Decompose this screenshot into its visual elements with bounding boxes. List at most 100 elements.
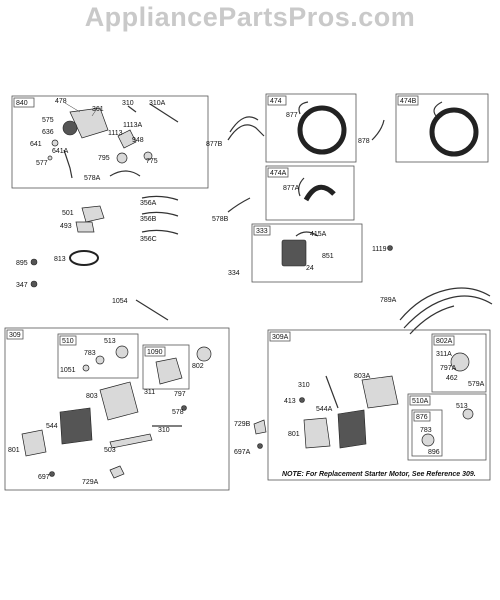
part-334[interactable]: 334 — [228, 270, 240, 277]
part-877[interactable]: 877 — [286, 112, 298, 119]
pinion-gear-part[interactable] — [421, 433, 435, 447]
part-493[interactable]: 493 — [60, 223, 72, 230]
part-310[interactable]: 310 — [122, 100, 134, 107]
part-578B[interactable]: 578B — [212, 216, 229, 223]
part-813[interactable]: 813 — [54, 256, 66, 263]
clamp-813[interactable]: 813 — [54, 250, 99, 266]
bracket-501-493[interactable]: 501 493 — [60, 205, 105, 233]
part-801b[interactable]: 801 — [288, 431, 300, 438]
group-333[interactable]: 333 415A 851 24 334 — [228, 223, 363, 283]
part-802[interactable]: 802 — [192, 363, 204, 370]
bracket-729B[interactable]: 729B — [234, 419, 267, 435]
part-948[interactable]: 948 — [132, 137, 144, 144]
part-641A[interactable]: 641A — [52, 148, 69, 155]
bolt-part[interactable] — [149, 103, 179, 123]
part-361[interactable]: 361 — [92, 106, 104, 113]
part-544[interactable]: 544 — [46, 423, 58, 430]
switch-part[interactable] — [116, 152, 128, 164]
screw-697A[interactable]: 697A — [234, 443, 263, 457]
part-310b[interactable]: 310 — [158, 427, 170, 434]
housing-803a-part[interactable] — [361, 375, 399, 409]
part-503[interactable]: 503 — [104, 447, 116, 454]
part-1119-group[interactable]: 1119 — [372, 245, 393, 254]
wire-878[interactable]: 878 — [358, 119, 385, 145]
rectifier-part[interactable] — [281, 239, 307, 267]
part-575[interactable]: 575 — [42, 117, 54, 124]
part-462[interactable]: 462 — [446, 375, 458, 382]
part-783b[interactable]: 783 — [420, 427, 432, 434]
brush-holder-part[interactable] — [155, 357, 183, 385]
group-474A[interactable]: 474A 877A — [265, 165, 355, 221]
part-356A[interactable]: 356A — [140, 200, 157, 207]
alternator-coil-877a-part[interactable] — [303, 184, 336, 202]
part-895[interactable]: 895 — [16, 260, 28, 267]
armature-part[interactable] — [59, 407, 93, 445]
end-cap-part[interactable] — [196, 346, 212, 362]
part-641[interactable]: 641 — [30, 141, 42, 148]
part-877B[interactable]: 877B — [206, 141, 223, 148]
bracket-plate-part[interactable] — [69, 107, 109, 139]
part-789A[interactable]: 789A — [380, 297, 397, 304]
part-877A[interactable]: 877A — [283, 185, 300, 192]
part-896[interactable]: 896 — [428, 449, 440, 456]
part-729B[interactable]: 729B — [234, 421, 251, 428]
part-797[interactable]: 797 — [174, 391, 186, 398]
group-309[interactable]: 309 510 513 783 1051 1090 311 797 802 80… — [4, 327, 230, 491]
part-1113A[interactable]: 1113A — [123, 122, 143, 129]
tie-1054[interactable]: 1054 — [112, 298, 169, 321]
part-501[interactable]: 501 — [62, 210, 74, 217]
part-1054[interactable]: 1054 — [112, 298, 128, 305]
part-1119[interactable]: 1119 — [372, 246, 387, 253]
part-795[interactable]: 795 — [98, 155, 110, 162]
washer-part[interactable] — [51, 139, 59, 147]
alternator-coil-877-part[interactable] — [297, 105, 347, 155]
part-415A[interactable]: 415A — [310, 231, 327, 238]
part-513[interactable]: 513 — [104, 338, 116, 345]
group-309A[interactable]: 309A 802A 311A 797A 462 579A 310 803A 41… — [267, 329, 491, 481]
part-775[interactable]: 775 — [146, 158, 158, 165]
part-878[interactable]: 878 — [358, 138, 370, 145]
part-851[interactable]: 851 — [322, 253, 334, 260]
part-513b[interactable]: 513 — [456, 403, 468, 410]
part-1113[interactable]: 1113 — [108, 130, 123, 137]
screw-895[interactable]: 895 — [16, 258, 38, 267]
part-697[interactable]: 697 — [38, 474, 50, 481]
part-783[interactable]: 783 — [84, 350, 96, 357]
wire-641a-part[interactable] — [63, 149, 73, 179]
part-310A[interactable]: 310A — [149, 100, 166, 107]
part-347[interactable]: 347 — [16, 282, 28, 289]
housing-803-part[interactable] — [99, 381, 139, 421]
armature-544a-part[interactable] — [337, 409, 367, 449]
part-729A[interactable]: 729A — [82, 479, 99, 486]
part-356C[interactable]: 356C — [140, 236, 157, 243]
alternator-coil-474b-part[interactable] — [429, 107, 479, 157]
end-plate-801-part[interactable] — [21, 429, 47, 457]
part-311A[interactable]: 311A — [436, 351, 452, 358]
group-840[interactable]: 840 478 361 310 310A 575 636 1113 1113A … — [11, 95, 209, 189]
part-697A[interactable]: 697A — [234, 449, 251, 456]
nut-347[interactable]: 347 — [16, 280, 38, 289]
part-803A[interactable]: 803A — [354, 373, 371, 380]
group-474B[interactable]: 474B — [395, 93, 489, 163]
part-478[interactable]: 478 — [55, 98, 67, 105]
part-413[interactable]: 413 — [284, 398, 296, 405]
part-578[interactable]: 578 — [172, 409, 184, 416]
group-474[interactable]: 474 877 — [265, 93, 357, 163]
part-636[interactable]: 636 — [42, 129, 54, 136]
part-801[interactable]: 801 — [8, 447, 20, 454]
part-578A[interactable]: 578A — [84, 175, 101, 182]
part-579A[interactable]: 579A — [468, 381, 485, 388]
part-311[interactable]: 311 — [144, 389, 155, 396]
part-577[interactable]: 577 — [36, 160, 48, 167]
wire-578B[interactable]: 578B — [212, 197, 251, 223]
part-1051[interactable]: 1051 — [60, 367, 76, 374]
end-plate-801b-part[interactable] — [303, 417, 331, 449]
wire-877B[interactable]: 877B — [206, 116, 265, 148]
end-cap-802a-part[interactable] — [450, 352, 470, 372]
part-797A[interactable]: 797A — [440, 365, 457, 372]
part-310c[interactable]: 310 — [298, 382, 310, 389]
part-356B[interactable]: 356B — [140, 216, 157, 223]
wires-356[interactable]: 356A 356B 356C — [140, 195, 179, 243]
part-803[interactable]: 803 — [86, 393, 98, 400]
solenoid-part[interactable] — [62, 120, 78, 136]
